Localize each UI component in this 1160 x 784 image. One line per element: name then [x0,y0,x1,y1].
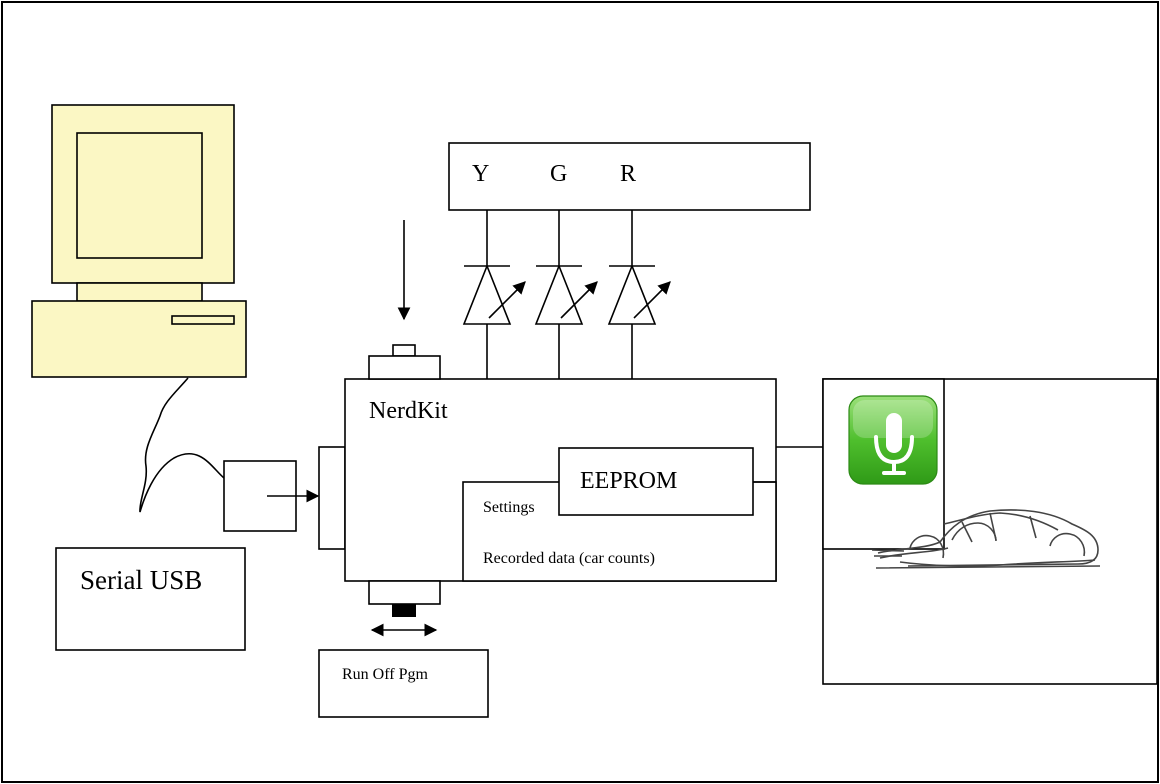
microphone-icon [848,395,938,485]
slide-switch-knob [392,604,416,617]
eeprom-box [558,447,754,516]
push-button-body [368,355,441,380]
switch-mode-label: Run Off Pgm [342,666,428,683]
settings-label: Settings [483,499,535,516]
led-green-diode [534,210,598,379]
nerdkit-side-connector [318,446,346,550]
push-button-cap [392,344,416,357]
usb-cable [139,377,225,513]
serial-usb-box [55,547,246,651]
eeprom-label: EEPROM [580,468,677,494]
led-red-diode [607,210,671,379]
slide-switch-body [368,580,441,605]
led-label-box [448,142,811,211]
serial-usb-label: Serial USB [80,565,202,595]
led-label-g: G [550,161,567,187]
switch-mode-box [318,649,489,718]
nerdkit-label: NerdKit [369,398,448,424]
car-sketch-icon [871,509,1101,569]
led-label-r: R [620,161,636,187]
led-label-y: Y [472,161,489,187]
computer-icon [31,104,247,378]
recorded-data-label: Recorded data (car counts) [483,550,655,567]
led-yellow-diode [462,210,526,379]
